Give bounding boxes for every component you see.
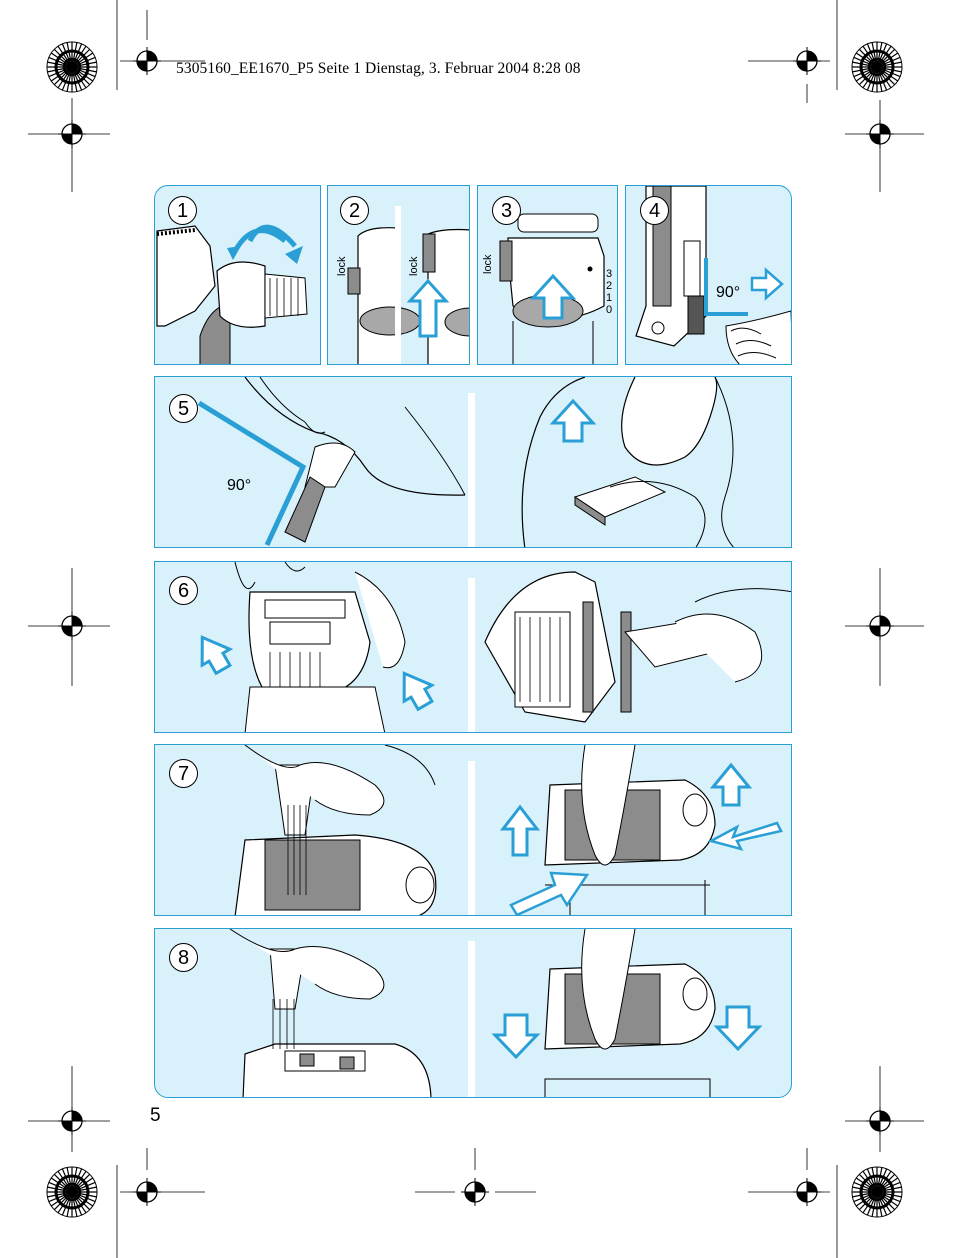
step-7-panel: 7: [154, 744, 792, 916]
step-6-panel: 6: [154, 561, 792, 733]
step-number-badge: 2: [340, 196, 369, 225]
scale-mark: 3: [606, 268, 613, 280]
step-4-panel: 90° 4: [625, 185, 792, 365]
step-2-panel: lock lock 2: [327, 185, 470, 365]
step-number-badge: 3: [492, 196, 521, 225]
scale-mark: 1: [606, 292, 613, 304]
scale-mark: 0: [606, 304, 613, 316]
step-8-panel: 8: [154, 928, 792, 1098]
lock-label: lock: [482, 254, 494, 274]
cleaning-brush-illustration: [156, 224, 308, 364]
lock-label: lock: [336, 256, 348, 276]
step-number-badge: 6: [169, 576, 198, 605]
scale-mark: 2: [606, 280, 613, 292]
angle-label: 90°: [716, 284, 741, 301]
remove-head-illustration: [200, 562, 791, 732]
underarm-and-face-illustration: [197, 377, 735, 547]
reassemble-illustration: [229, 929, 763, 1097]
angle-label: 90°: [227, 477, 252, 494]
print-header: 5305160_EE1670_P5 Seite 1 Dienstag, 3. F…: [176, 60, 581, 77]
step-number-badge: 8: [169, 943, 198, 972]
comb-adjust-illustration: [499, 213, 605, 364]
step-number-badge: 7: [169, 759, 198, 788]
page-number: 5: [150, 1105, 161, 1126]
lock-label: lock: [408, 256, 420, 276]
lock-comb-illustration: [347, 206, 469, 364]
step-3-panel: lock 3 2 1 0 3: [477, 185, 618, 365]
step-number-badge: 5: [169, 394, 198, 423]
clean-tweezers-illustration: [234, 745, 783, 915]
step-number-badge: 1: [168, 196, 197, 225]
step-5-panel: 90° 5: [154, 376, 792, 548]
step-number-badge: 4: [640, 196, 669, 225]
step-1-panel: 1: [154, 185, 321, 365]
